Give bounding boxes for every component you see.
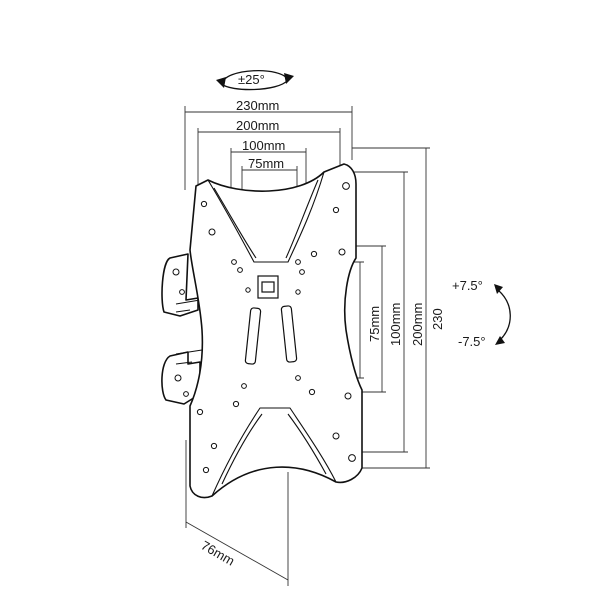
mount-hole xyxy=(342,182,350,190)
tilt-indicator: +7.5° -7.5° xyxy=(452,278,511,349)
vesa-plate xyxy=(189,163,363,499)
height-230-label: 230 xyxy=(430,308,445,330)
bracket-hole xyxy=(179,289,185,295)
height-100-label: 100mm xyxy=(388,303,403,346)
mount-hole xyxy=(196,408,204,416)
rotation-indicator: ±25° xyxy=(216,70,294,91)
tilt-arrowhead-up-icon xyxy=(494,284,503,294)
width-75-label: 75mm xyxy=(248,156,284,171)
mount-hole xyxy=(295,289,301,295)
mount-hole xyxy=(295,375,301,381)
mount-hole xyxy=(308,388,316,396)
rotation-arrowhead-left-icon xyxy=(216,77,226,88)
mount-hole xyxy=(231,259,237,265)
plate-slot-left xyxy=(244,307,262,365)
mount-hole xyxy=(299,269,305,275)
mount-hole xyxy=(232,400,240,408)
mount-hole xyxy=(338,248,346,256)
mount-hole xyxy=(241,383,247,389)
width-100-label: 100mm xyxy=(242,138,285,153)
width-230-label: 230mm xyxy=(236,98,279,113)
bracket-hole xyxy=(183,391,189,397)
mount-hole xyxy=(332,206,340,214)
mount-hole xyxy=(332,432,340,440)
height-75-label: 75mm xyxy=(367,306,382,342)
tilt-down-label: -7.5° xyxy=(458,334,486,349)
mount-hole xyxy=(200,200,208,208)
tilt-up-label: +7.5° xyxy=(452,278,483,293)
height-200-label: 200mm xyxy=(410,303,425,346)
depth-label: 76mm xyxy=(199,538,238,569)
mount-hole xyxy=(344,392,352,400)
mount-hole xyxy=(295,259,301,265)
mount-hole xyxy=(237,267,243,273)
rotation-label: ±25° xyxy=(238,72,265,87)
tilt-arrowhead-down-icon xyxy=(495,336,505,345)
lock-tab-inner xyxy=(261,281,275,293)
plate-slot-right xyxy=(280,305,298,363)
wall-bracket xyxy=(161,253,203,405)
mount-hole xyxy=(348,454,356,462)
mount-hole xyxy=(202,466,210,474)
mount-hole xyxy=(245,287,251,293)
bracket-hole xyxy=(172,268,180,276)
mount-hole xyxy=(210,442,218,450)
mount-hole xyxy=(208,228,216,236)
mount-hole xyxy=(310,250,318,258)
bracket-hole xyxy=(174,374,182,382)
width-200-label: 200mm xyxy=(236,118,279,133)
rotation-arrowhead-right-icon xyxy=(284,73,294,84)
